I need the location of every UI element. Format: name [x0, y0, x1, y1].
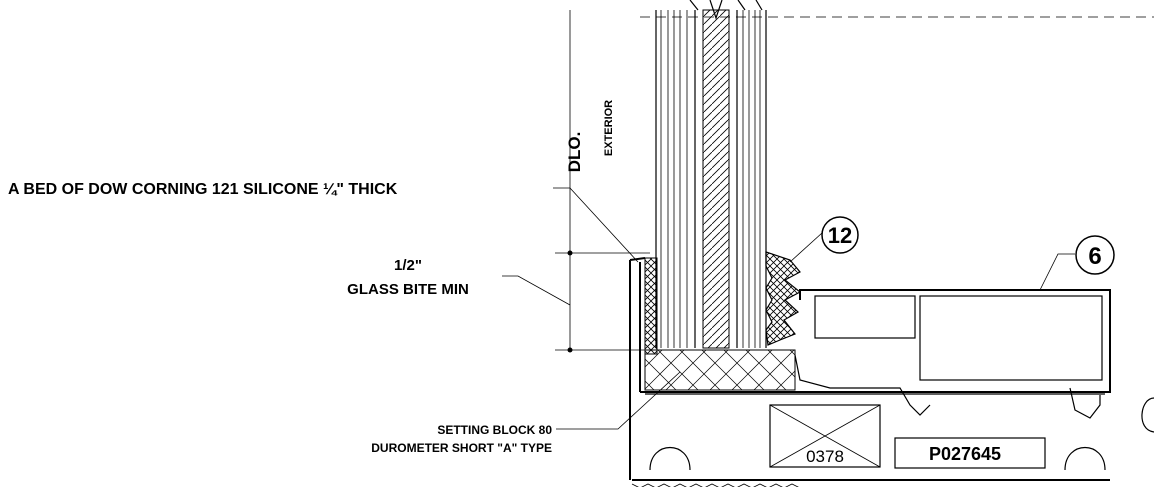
- silicone-bed: [644, 257, 658, 355]
- glass-unit: [655, 0, 767, 349]
- silicone-leader: [553, 187, 639, 263]
- block-code: 0378: [806, 447, 844, 466]
- gasket-leader: [789, 232, 823, 263]
- glass-bite-leader: [502, 275, 571, 306]
- setting-block-label-1: SETTING BLOCK 80: [437, 423, 552, 437]
- exterior-label: EXTERIOR: [603, 100, 615, 156]
- dlo-label: DLO.: [565, 132, 584, 173]
- extrusion-code: P027645: [929, 444, 1001, 464]
- silicone-bed-label: A BED OF DOW CORNING 121 SILICONE ¼" THI…: [8, 181, 398, 198]
- gasket: [765, 251, 802, 346]
- gasket-callout: 12: [821, 216, 859, 254]
- frame-callout: 6: [1075, 235, 1115, 275]
- glass-bite-dimension: [555, 250, 650, 353]
- glass-bite-dim-label: 1/2": [394, 257, 422, 274]
- glass-bite-label: GLASS BITE MIN: [347, 281, 469, 298]
- frame-extrusion: [629, 257, 1111, 487]
- setting-block-label-2: DUROMETER SHORT "A" TYPE: [371, 441, 552, 455]
- frame-leader: [1039, 253, 1075, 291]
- svg-text:6: 6: [1088, 243, 1101, 270]
- setting-block-leader: [556, 371, 681, 430]
- svg-text:12: 12: [828, 223, 852, 248]
- partial-callout: [1141, 397, 1154, 433]
- setting-block: [644, 349, 796, 391]
